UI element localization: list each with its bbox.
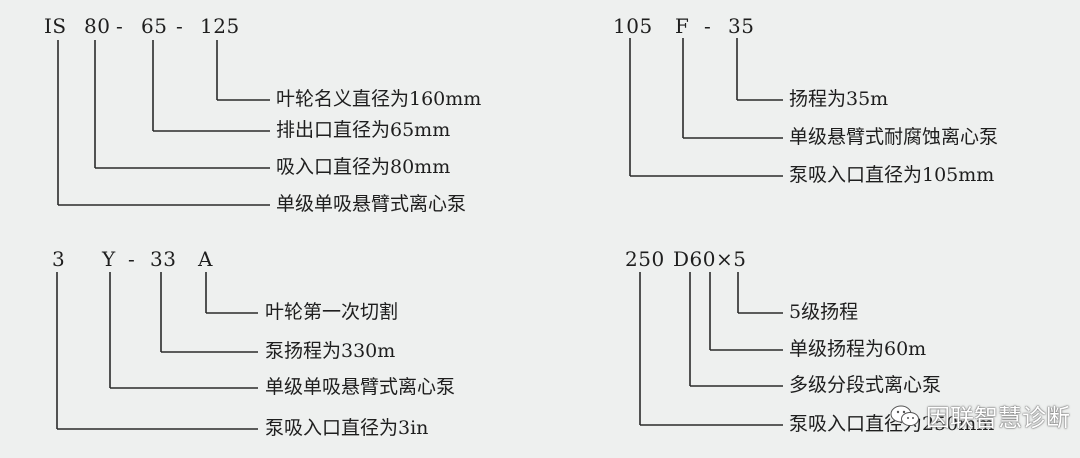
pump1-type-code: IS [44,14,67,38]
pump1-dash: - [116,14,124,38]
pump3-dash: - [128,247,136,271]
pump1-dash: - [176,14,184,38]
pump1-impeller-code: 125 [200,14,240,38]
pump2-label-head: 扬程为35m [789,88,889,110]
pump2-inlet-code: 105 [613,14,653,38]
pump4-inlet-code: 250 [625,247,665,271]
pump3-type-code: Y [102,247,116,271]
pump2-label-inlet: 泵吸入口直径为105mm [789,164,995,186]
pump3-label-type: 单级单吸悬臂式离心泵 [265,376,456,398]
pump3-label-cut: 叶轮第一次切割 [265,301,399,323]
pump3-cut-code: A [198,247,213,271]
pump4-label-type: 多级分段式离心泵 [789,374,942,396]
pump3-label-inlet: 泵吸入口直径为3in [265,417,429,439]
pump3-inlet-code: 3 [52,247,66,271]
pump2-type-code: F [675,14,690,38]
pump1-label-inlet: 吸入口直径为80mm [276,156,451,178]
pump4-label-inlet: 泵吸入口直径为250mm [789,413,995,435]
pump2-dash: - [704,14,712,38]
pump4-label-stages: 5级扬程 [789,301,859,323]
pump4-label-head: 单级扬程为60m [789,338,927,360]
pump1-label-impeller: 叶轮名义直径为160mm [276,88,482,110]
wechat-icon [890,405,920,427]
watermark: 因联智慧诊断 [890,398,1070,433]
pump2-head-code: 35 [728,14,755,38]
pump1-label-outlet: 排出口直径为65mm [276,119,451,141]
pump1-outlet-code: 65 [141,14,168,38]
pump1-label-type: 单级单吸悬臂式离心泵 [276,193,467,215]
watermark-text: 因联智慧诊断 [926,404,1070,432]
pump3-head-code: 33 [150,247,177,271]
pump3-label-head: 泵扬程为330m [265,340,396,362]
pump4-stage-code: D60×5 [673,247,747,271]
pump1-inlet-code: 80 [84,14,111,38]
pump2-label-type: 单级悬臂式耐腐蚀离心泵 [789,126,999,148]
